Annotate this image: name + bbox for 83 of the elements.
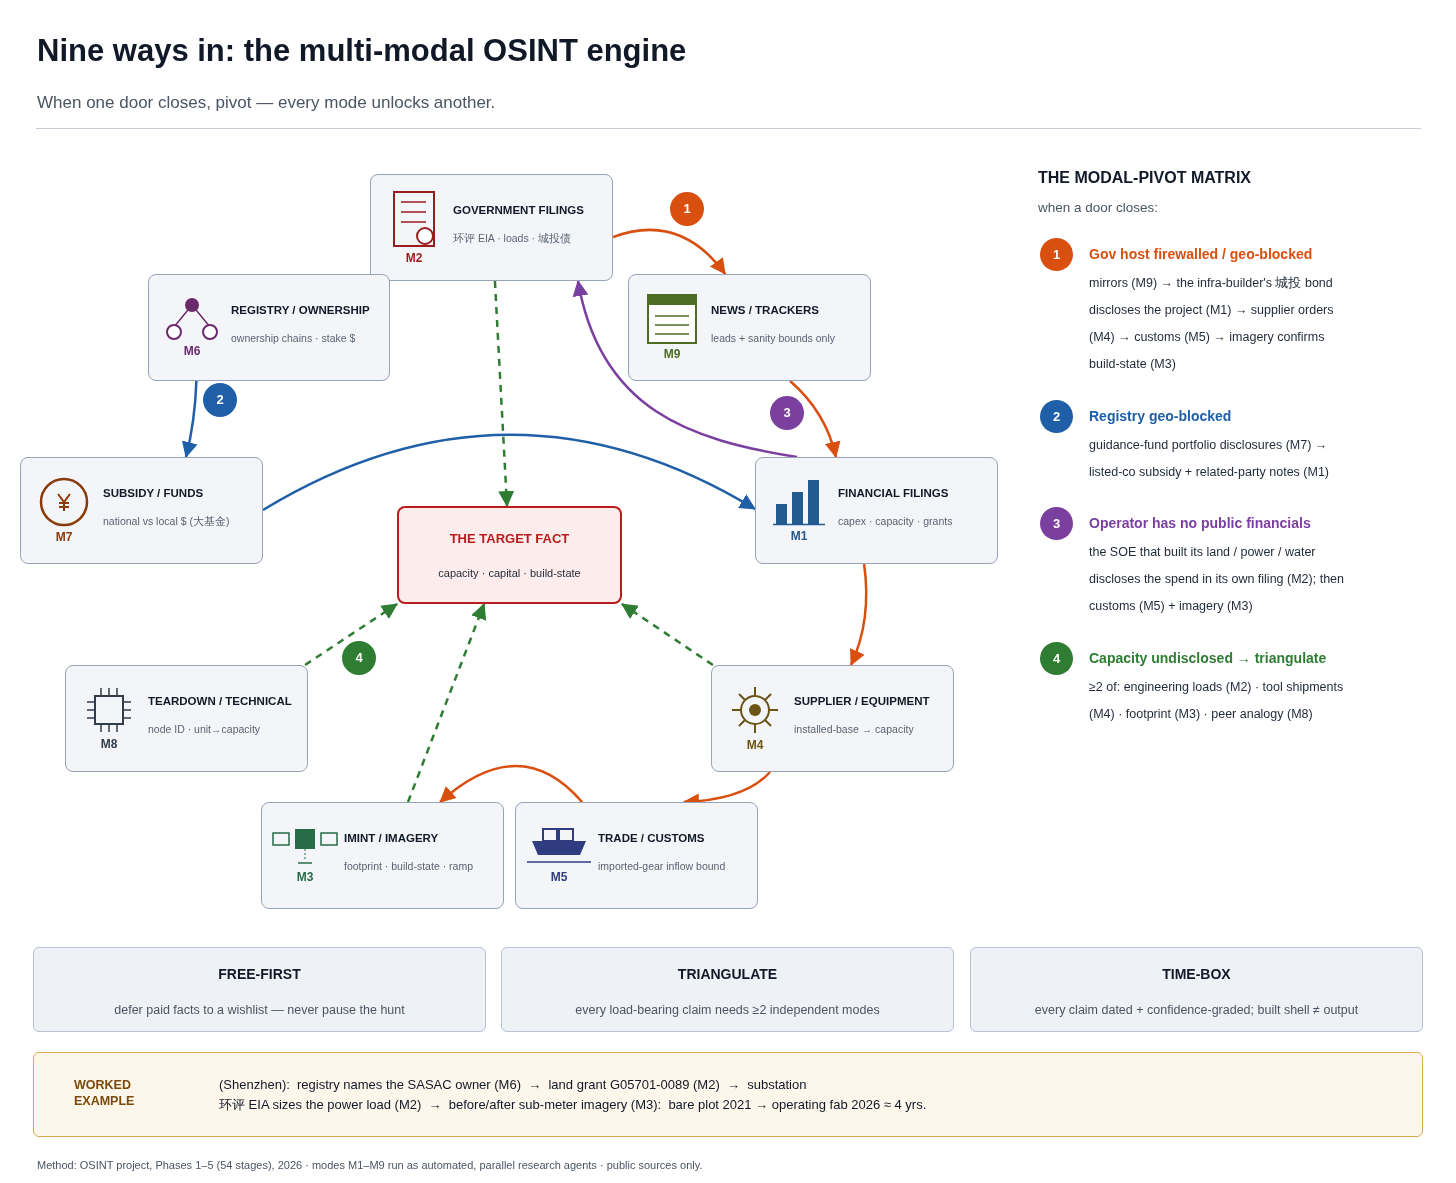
principle-card xyxy=(501,947,954,1032)
arrow xyxy=(304,602,398,667)
arrow xyxy=(621,602,714,667)
principle-description: defer paid facts to a wishlist — never pause the hunt xyxy=(114,1002,405,1019)
subtitle: When one door closes, pivot — every mode unlocks another. xyxy=(37,92,496,114)
section-subtitle: when a door closes: xyxy=(1038,199,1159,217)
mode-card xyxy=(148,274,390,381)
step-number: 4 xyxy=(1040,642,1073,675)
mode-tag: M4 xyxy=(746,736,764,753)
mode-tag: M5 xyxy=(550,868,568,885)
mode-title: GOVERNMENT FILINGS xyxy=(453,202,584,218)
mode-tag: M9 xyxy=(663,345,681,362)
mode-tag: M6 xyxy=(183,342,201,359)
footnote: Method: OSINT project, Phases 1–5 (54 stages), 2026 · modes M1–M9 run as automated, parallel research agents · public sources only. xyxy=(37,1158,703,1173)
principle-card xyxy=(33,947,486,1032)
arrow xyxy=(181,380,198,458)
example-heading: WORKED EXAMPLE xyxy=(74,1077,136,1109)
mode-description: ownership chains · stake $ xyxy=(231,330,357,346)
pivot-description: guidance-fund portfolio disclosures (M7) → listed-co subsidy + related-party notes (M1) xyxy=(1089,437,1331,481)
mode-card xyxy=(515,802,758,909)
mode-tag: M3 xyxy=(296,868,314,885)
step-number: 2 xyxy=(203,383,237,417)
principle-title: TRIANGULATE xyxy=(677,965,778,984)
principle-description: every load-bearing claim needs ≥2 independent modes xyxy=(575,1002,880,1019)
title: Nine ways in: the multi-modal OSINT engine xyxy=(37,32,687,70)
mode-description: imported-gear inflow bound xyxy=(598,858,726,874)
step-number: 3 xyxy=(1040,507,1073,540)
mode-description: national vs local $ (大基金) xyxy=(103,513,230,529)
target-box xyxy=(397,506,622,604)
mode-card xyxy=(711,665,954,772)
arrow xyxy=(262,433,756,512)
arrow xyxy=(493,280,515,507)
mode-title: TEARDOWN / TECHNICAL xyxy=(148,693,292,709)
mode-title: REGISTRY / OWNERSHIP xyxy=(231,302,370,318)
pivot-heading: Capacity undisclosed → triangulate xyxy=(1089,649,1328,668)
mode-tag: M2 xyxy=(405,249,423,266)
example-text: 环评 EIA sizes the power load (M2) → before/after sub-meter imagery (M3): bare plot 2021 → operating fab 2026 ≈ 4 yrs. xyxy=(219,1096,927,1114)
mode-card xyxy=(20,457,263,564)
pivot-description: ≥2 of: engineering loads (M2) · tool shipments (M4) · footprint (M3) · peer analogy (M8) xyxy=(1089,679,1345,723)
mode-card xyxy=(628,274,871,381)
arrow xyxy=(849,563,868,666)
principle-description: every claim dated + confidence-graded; built shell ≠ output xyxy=(1034,1002,1359,1019)
mode-tag: M1 xyxy=(790,527,808,544)
mode-title: NEWS / TRACKERS xyxy=(711,302,820,318)
target-title: THE TARGET FACT xyxy=(449,530,570,548)
mode-tag: M7 xyxy=(55,528,73,545)
mode-description: installed-base → capacity xyxy=(794,721,915,737)
pivot-heading: Gov host firewalled / geo-blocked xyxy=(1089,245,1314,264)
principle-card xyxy=(970,947,1423,1032)
target-description: capacity · capital · build-state xyxy=(438,565,581,581)
mode-title: FINANCIAL FILINGS xyxy=(838,485,950,501)
mode-card xyxy=(755,457,998,564)
step-number: 3 xyxy=(770,396,804,430)
step-number: 4 xyxy=(342,641,376,675)
pivot-heading: Operator has no public financials xyxy=(1089,514,1312,533)
mode-title: SUBSIDY / FUNDS xyxy=(103,485,205,501)
mode-tag: M8 xyxy=(100,735,118,752)
mode-card xyxy=(65,665,308,772)
mode-title: SUPPLIER / EQUIPMENT xyxy=(794,693,930,709)
mode-description: footprint · build-state · ramp xyxy=(344,858,473,874)
step-number: 2 xyxy=(1040,400,1073,433)
step-number: 1 xyxy=(1040,238,1073,271)
principle-title: FREE-FIRST xyxy=(218,965,301,984)
pivot-heading: Registry geo-blocked xyxy=(1089,407,1233,426)
pivot-description: the SOE that built its land / power / water discloses the spend in its own filing (M2); then customs (M5) + imagery (M3) xyxy=(1089,544,1345,615)
pivot-description: mirrors (M9) → the infra-builder's 城投 bond discloses the project (M1) → supplier orders (M4) → customs (M5) → imagery confirms build-state (M3) xyxy=(1089,275,1335,373)
mode-description: 环评 EIA · loads · 城投债 xyxy=(453,230,573,246)
mode-card xyxy=(261,802,504,909)
arrow xyxy=(406,603,487,803)
mode-title: TRADE / CUSTOMS xyxy=(598,830,706,846)
arrow xyxy=(439,764,583,803)
mode-description: node ID · unit→capacity xyxy=(148,721,262,737)
arrow xyxy=(612,228,727,275)
example-text: (Shenzhen): registry names the SASAC owner (M6) → land grant G05701-0089 (M2) → substation xyxy=(219,1076,808,1094)
principle-title: TIME-BOX xyxy=(1162,965,1231,984)
mode-title: IMINT / IMAGERY xyxy=(344,830,440,846)
step-number: 1 xyxy=(670,192,704,226)
example-panel xyxy=(33,1052,1423,1137)
mode-card xyxy=(370,174,613,281)
section-heading: THE MODAL-PIVOT MATRIX xyxy=(1038,168,1252,188)
mode-description: leads + sanity bounds only xyxy=(711,330,836,346)
arrow xyxy=(573,280,798,459)
mode-description: capex · capacity · grants xyxy=(838,513,953,529)
